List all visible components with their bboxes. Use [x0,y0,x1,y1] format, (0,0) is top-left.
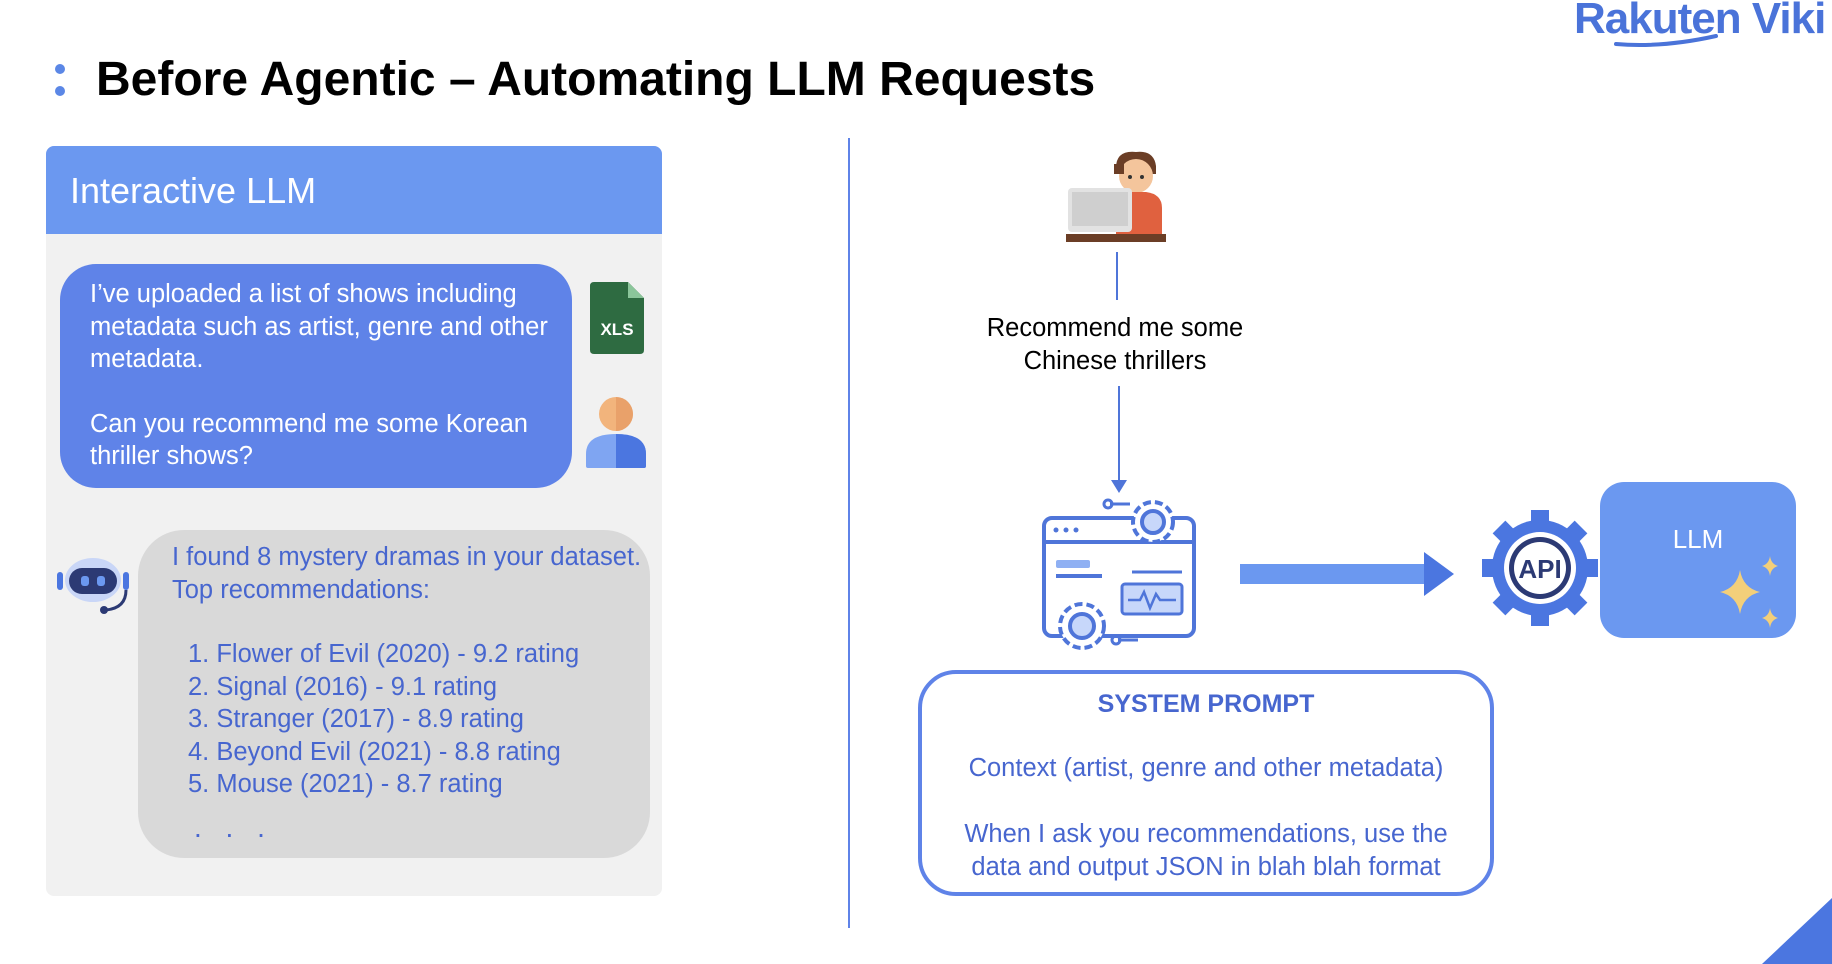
logo-swoosh-icon [1614,34,1718,47]
bot-message-bubble [138,530,650,858]
user-avatar-icon [586,397,646,468]
system-prompt-title: SYSTEM PROMPT [1097,690,1315,718]
user-query-line: Chinese thrillers [1023,347,1207,375]
system-prompt-instruction-line: data and output JSON in blah blah format [971,852,1441,881]
api-label: API [1518,554,1562,584]
recommendation-item: 1. Flower of Evil (2020) - 9.2 rating [188,640,580,668]
robot-icon [57,558,129,614]
right-arrow-icon [1240,552,1454,596]
recommendation-item: 4. Beyond Evil (2021) - 8.8 rating [188,737,561,766]
bot-intro-text: I found 8 mystery dramas in your dataset… [172,543,642,604]
user-query-line: Recommend me some [986,314,1244,342]
sparkle-icon [1720,556,1778,628]
bot-message-text: I found 8 mystery dramas in your dataset… [172,541,642,801]
panel-header [46,146,662,234]
xls-file-label: XLS [600,320,634,339]
user-query: Recommend me some Chinese thrillers [960,312,1270,378]
panel-title: Interactive LLM [70,170,317,211]
recommendation-item: 5. Mouse (2021) - 8.7 rating [188,770,503,798]
user-message-paragraph: I’ve uploaded a list of shows including … [90,280,548,373]
title-bullet-dot [55,64,65,74]
brand-logo: Rakuten Viki [1574,0,1826,43]
user-message-bubble [60,264,572,488]
recommendation-item: 3. Stranger (2017) - 8.9 rating [188,705,524,733]
system-prompt-instruction: When I ask you recommendations, use the … [918,818,1494,883]
recommendation-list: 1. Flower of Evil (2020) - 9.2 rating 2.… [188,638,642,801]
llm-box [1600,482,1796,638]
app-settings-gears-icon [1042,498,1196,650]
system-prompt-context: Context (artist, genre and other metadat… [968,754,1444,782]
title-bullet-dot [55,86,65,96]
system-prompt-box [918,670,1494,896]
connector-line [1116,252,1118,300]
corner-decoration [1762,898,1832,964]
recommendation-item: 2. Signal (2016) - 9.1 rating [188,672,498,701]
xls-file-icon: XLS [588,280,646,356]
api-gear-icon [1482,510,1598,626]
user-message-text: I’ve uploaded a list of shows including … [90,278,570,473]
more-ellipsis: . . . [194,812,273,843]
system-prompt-instruction-line: When I ask you recommendations, use the [964,820,1448,848]
user-message-paragraph: Can you recommend me some Korean thrille… [90,409,528,471]
section-divider [848,138,850,928]
down-arrowhead-icon [1111,480,1127,493]
slide-title: Before Agentic – Automating LLM Requests [96,53,1096,106]
llm-label: LLM [1672,524,1724,554]
person-at-computer-icon [1066,151,1166,242]
connector-line [1118,386,1120,486]
